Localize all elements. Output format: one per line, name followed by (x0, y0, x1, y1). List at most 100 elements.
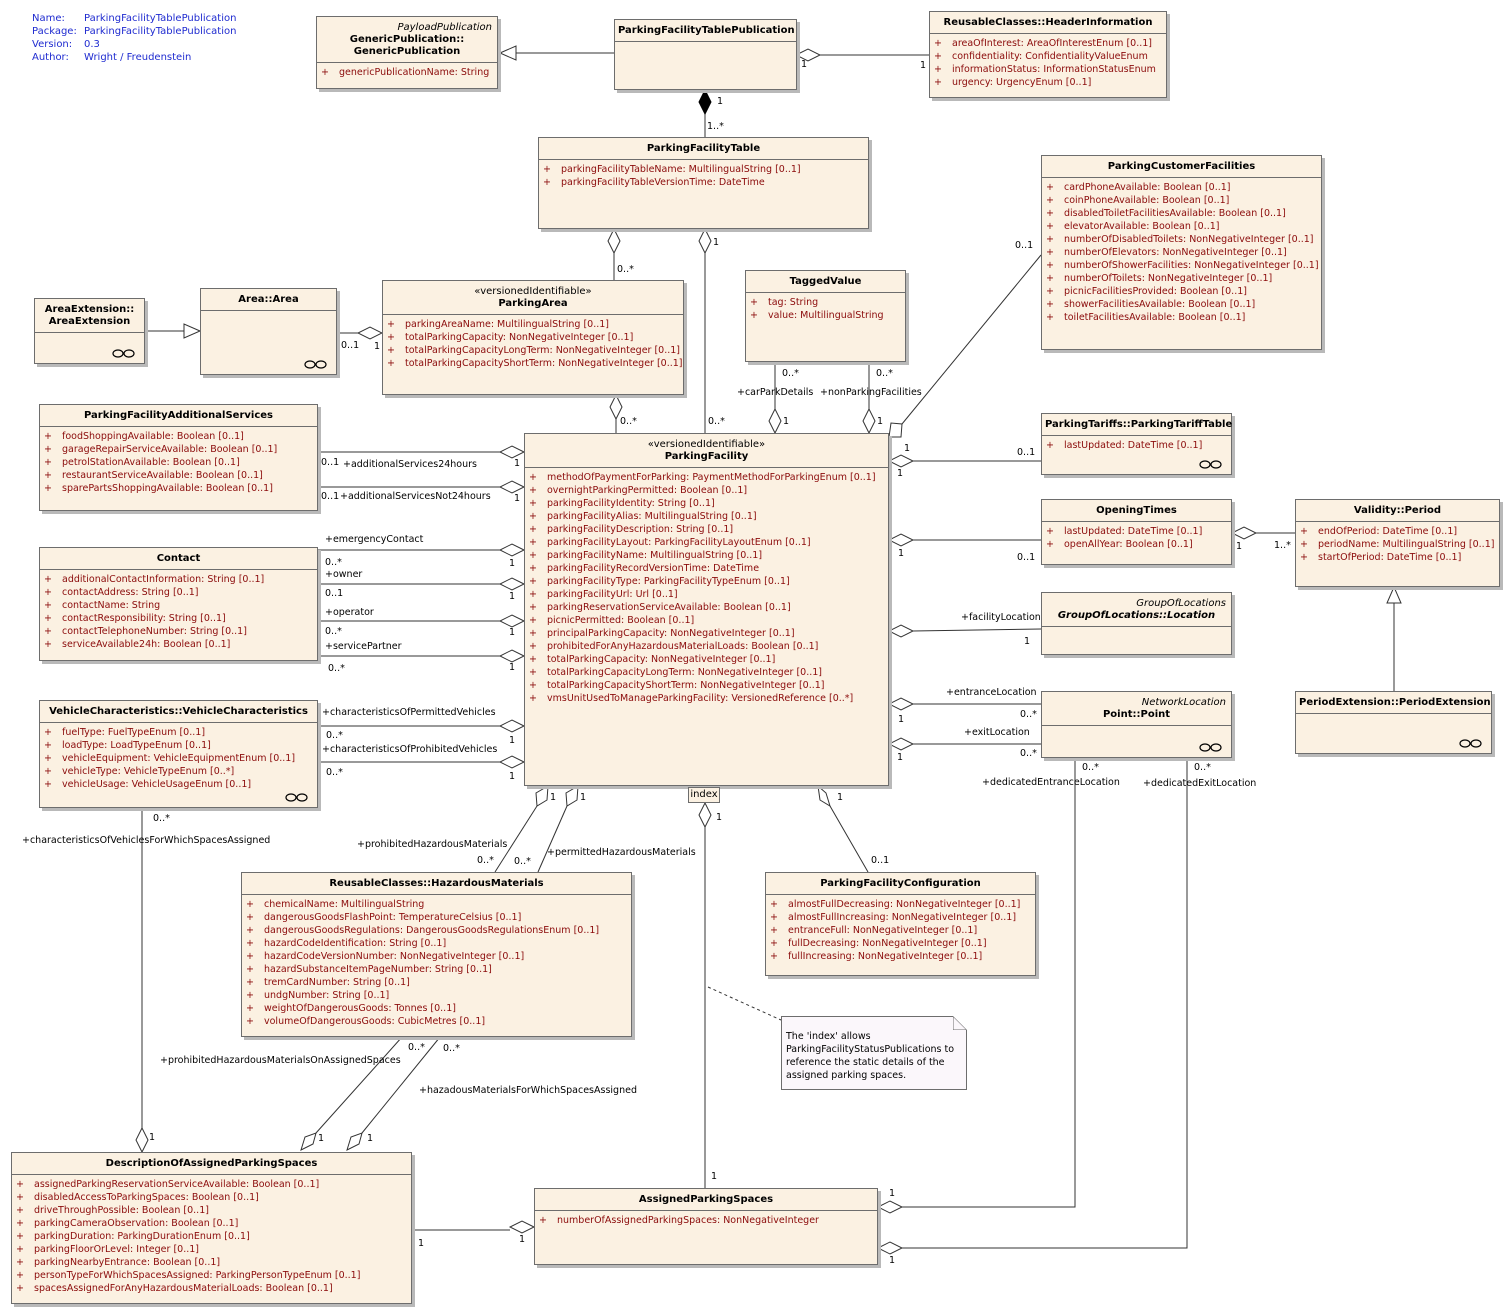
class-parking-facility[interactable]: «versionedIdentifiable»ParkingFacility+m… (524, 433, 889, 786)
class-hazardous-materials[interactable]: ReusableClasses::HazardousMaterials+chem… (241, 872, 632, 1037)
mult-label: 0..1 (325, 588, 344, 599)
mult-label: 0..* (328, 663, 345, 674)
class-parking-area[interactable]: «versionedIdentifiable»ParkingArea+parki… (382, 280, 684, 395)
mult-label: 0..* (1194, 762, 1211, 773)
attribute-row: +totalParkingCapacityLongTerm: NonNegati… (529, 666, 884, 679)
link-chain-icon (1459, 739, 1482, 748)
class-area[interactable]: Area::Area (200, 288, 337, 375)
attribute-row: +additionalContactInformation: String [0… (44, 573, 313, 586)
mult-label: 1 (550, 792, 557, 803)
attribute-text: numberOfToilets: NonNegativeInteger [0..… (1064, 273, 1273, 284)
class-parking-tariff-table[interactable]: ParkingTariffs::ParkingTariffTable+lastU… (1041, 413, 1232, 475)
class-period-extension[interactable]: PeriodExtension::PeriodExtension (1295, 691, 1492, 754)
attribute-text: genericPublicationName: String (339, 67, 490, 78)
role-label: +characteristicsOfVehiclesForWhichSpaces… (22, 835, 271, 846)
attribute-text: parkingCameraObservation: Boolean [0..1] (34, 1218, 239, 1229)
mult-label: 1..* (707, 121, 724, 132)
class-tagged-value[interactable]: TaggedValue+tag: String+value: Multiling… (745, 270, 906, 362)
attribute-text: contactAddress: String [0..1] (62, 587, 199, 598)
public-visibility-marker: + (246, 1016, 254, 1027)
mult-label: 1 (898, 714, 905, 725)
public-visibility-marker: + (44, 457, 52, 468)
public-visibility-marker: + (44, 613, 52, 624)
attribute-row: +picnicPermitted: Boolean [0..1] (529, 614, 884, 627)
class-parking-facility-table[interactable]: ParkingFacilityTable+parkingFacilityTabl… (538, 137, 869, 229)
class-attributes: +cardPhoneAvailable: Boolean [0..1]+coin… (1042, 177, 1321, 326)
attribute-text: periodName: MultilingualString [0..1] (1318, 539, 1495, 550)
mult-label: 0..* (708, 416, 725, 427)
class-parking-customer-facilities[interactable]: ParkingCustomerFacilities+cardPhoneAvail… (1041, 155, 1322, 350)
mult-label: 0..1 (1017, 552, 1036, 563)
attribute-row: +areaOfInterest: AreaOfInterestEnum [0..… (934, 37, 1162, 50)
attribute-text: parkingFacilityLayout: ParkingFacilityLa… (547, 537, 811, 548)
class-vehicle-characteristics[interactable]: VehicleCharacteristics::VehicleCharacter… (39, 700, 318, 808)
public-visibility-marker: + (543, 164, 551, 175)
public-visibility-marker: + (44, 740, 52, 751)
attribute-row: +fullIncreasing: NonNegativeInteger [0..… (770, 950, 1031, 963)
public-visibility-marker: + (529, 511, 537, 522)
attribute-row: +driveThroughPossible: Boolean [0..1] (16, 1204, 407, 1217)
public-visibility-marker: + (1046, 440, 1054, 451)
attribute-row: +assignedParkingReservationServiceAvaila… (16, 1178, 407, 1191)
class-assigned-parking-spaces[interactable]: AssignedParkingSpaces+numberOfAssignedPa… (534, 1188, 878, 1265)
attribute-row: + principalParkingCapacity: NonNegativeIn… (529, 627, 884, 640)
attribute-text: totalParkingCapacityShortTerm: NonNegati… (405, 358, 683, 369)
attribute-row: +entranceFull: NonNegativeInteger [0..1] (770, 924, 1031, 937)
class-name: AreaExtension:: AreaExtension (44, 304, 135, 327)
class-package: GroupOfLocations (1136, 598, 1226, 609)
attribute-row: +loadType: LoadTypeEnum [0..1] (44, 739, 313, 752)
class-header-information[interactable]: ReusableClasses::HeaderInformation+areaO… (929, 11, 1167, 98)
mult-label: 0..* (620, 416, 637, 427)
public-visibility-marker: + (1046, 299, 1054, 310)
class-opening-times[interactable]: OpeningTimes+lastUpdated: DateTime [0..1… (1041, 499, 1232, 565)
attribute-text: disabledAccessToParkingSpaces: Boolean [… (34, 1192, 259, 1203)
attribute-text: contactName: String (62, 600, 161, 611)
class-header: DescriptionOfAssignedParkingSpaces (12, 1153, 411, 1174)
attribute-text: personTypeForWhichSpacesAssigned: Parkin… (34, 1270, 361, 1281)
attribute-text: parkingFacilityTableName: MultilingualSt… (561, 164, 801, 175)
attribute-text: restaurantServiceAvailable: Boolean [0..… (62, 470, 263, 481)
class-name: Validity::Period (1353, 505, 1442, 516)
role-label: +operator (325, 607, 374, 618)
public-visibility-marker: + (44, 444, 52, 455)
attribute-text: parkingFacilityType: ParkingFacilityType… (547, 576, 790, 587)
class-parking-facility-table-publication[interactable]: ParkingFacilityTablePublication (614, 19, 797, 90)
attribute-row: +serviceAvailable24h: Boolean [0..1] (44, 638, 313, 651)
class-description-of-assigned-parking-spaces[interactable]: DescriptionOfAssignedParkingSpaces +assig… (11, 1152, 412, 1304)
class-package: NetworkLocation (1141, 697, 1226, 708)
attribute-row: +parkingFacilityTableVersionTime: DateTi… (543, 176, 864, 189)
attribute-text: numberOfElevators: NonNegativeInteger [0… (1064, 247, 1287, 258)
class-additional-services[interactable]: ParkingFacilityAdditionalServices+foodSh… (39, 404, 318, 511)
role-label: +dedicatedExitLocation (1143, 778, 1257, 789)
class-header: ParkingFacilityTable (539, 138, 868, 159)
link-chain-icon (285, 793, 308, 802)
class-contact[interactable]: Contact+additionalContactInformation: St… (39, 547, 318, 661)
mult-label: 0..* (326, 767, 343, 778)
attribute-row: +contactTelephoneNumber: String [0..1] (44, 625, 313, 638)
role-label: +nonParkingFacilities (820, 387, 922, 398)
attribute-row: +sparePartsShoppingAvailable: Boolean [0… (44, 482, 313, 495)
mult-label: 1 (367, 1133, 374, 1144)
diagram-note: The 'index' allows ParkingFacilityStatus… (781, 1016, 967, 1090)
class-area-extension[interactable]: AreaExtension:: AreaExtension (34, 298, 145, 364)
class-package: PayloadPublication (397, 22, 492, 33)
mult-label: 1 (1236, 541, 1243, 552)
attribute-text: cardPhoneAvailable: Boolean [0..1] (1064, 182, 1231, 193)
attribute-row: +periodName: MultilingualString [0..1] (1300, 538, 1495, 551)
class-parking-facility-configuration[interactable]: ParkingFacilityConfiguration+almostFullD… (765, 872, 1036, 976)
attribute-text: contactResponsibility: String [0..1] (62, 613, 226, 624)
class-header: ParkingTariffs::ParkingTariffTable (1042, 414, 1232, 435)
class-validity-period[interactable]: Validity::Period+endOfPeriod: DateTime [… (1295, 499, 1500, 587)
attribute-text: principalParkingCapacity: NonNegativeInt… (547, 628, 795, 639)
meta-row: Name:ParkingFacilityTablePublication (32, 12, 236, 25)
public-visibility-marker: + (529, 628, 537, 639)
mult-label: 1 (514, 493, 521, 504)
public-visibility-marker: + (770, 899, 778, 910)
public-visibility-marker: + (529, 524, 537, 535)
meta-row: Author:Wright / Freudenstein (32, 51, 236, 64)
mult-label: 1 (509, 735, 516, 746)
